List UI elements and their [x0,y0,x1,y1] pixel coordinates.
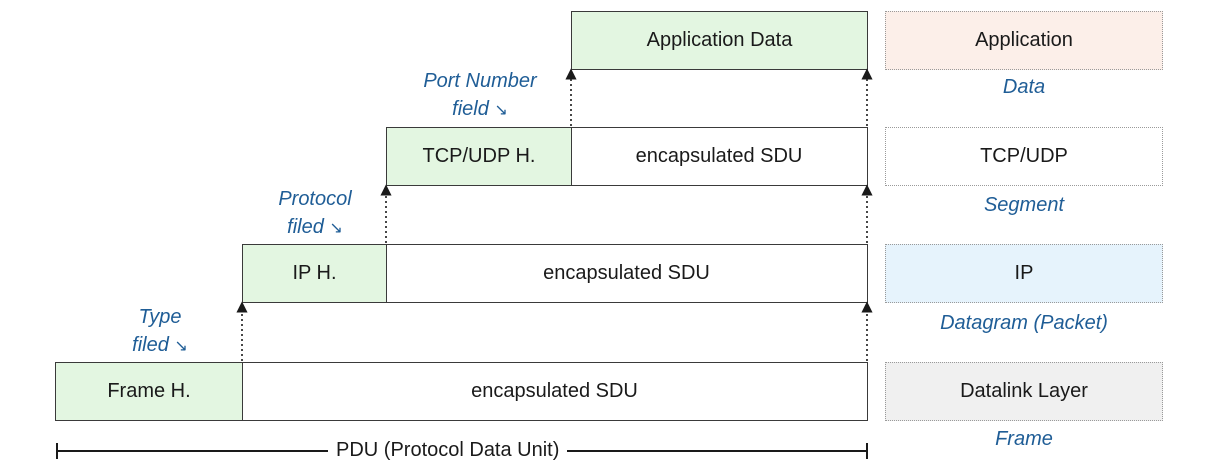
transport-row: TCP/UDP H. encapsulated SDU [386,127,868,186]
layer-datalink: Datalink Layer [885,362,1163,421]
port-number-line2: field [452,98,489,120]
curved-arrow-icon: ↘ [494,102,508,119]
datalink-sdu-label: encapsulated SDU [471,380,638,402]
application-data-box: Application Data [571,11,868,70]
layer-transport: TCP/UDP [885,127,1163,186]
frame-header: Frame H. [56,363,243,420]
network-row: IP H. encapsulated SDU [242,244,868,303]
layer-datalink-label: Datalink Layer [960,380,1088,402]
protocol-line2-wrap: filed ↘ [255,213,375,243]
pdu-span-label: PDU (Protocol Data Unit) [328,436,568,464]
type-line2-wrap: filed ↘ [100,331,220,361]
ip-header: IP H. [243,245,387,302]
network-sdu-label: encapsulated SDU [543,262,710,284]
layer-network-label: IP [1014,262,1034,284]
protocol-line1: Protocol [278,188,352,210]
frame-header-label: Frame H. [107,380,191,402]
curved-arrow-icon: ↘ [174,338,188,355]
layer-network: IP [885,244,1163,303]
protocol-line2: filed [287,216,324,238]
tcp-udp-header-label: TCP/UDP H. [422,145,536,167]
layer-application-label: Application [975,29,1073,51]
port-number-line2-wrap: field ↘ [400,95,560,125]
type-line2: filed [132,334,169,356]
protocol-field-label: Protocol filed ↘ [255,185,375,243]
application-data-label: Application Data [646,29,793,51]
tcp-udp-header: TCP/UDP H. [387,128,572,185]
transport-sdu-label: encapsulated SDU [635,145,803,167]
port-number-line1: Port Number [423,70,537,92]
network-sdu: encapsulated SDU [387,245,866,302]
pdu-name-datagram: Datagram (Packet) [940,312,1108,334]
type-line1: Type [138,306,182,328]
pdu-name-data: Data [1002,76,1046,98]
pdu-name-frame: Frame [995,428,1053,450]
datalink-row: Frame H. encapsulated SDU [55,362,868,421]
datalink-sdu: encapsulated SDU [243,363,866,420]
type-field-label: Type filed ↘ [100,303,220,361]
layer-transport-label: TCP/UDP [980,145,1068,167]
layer-application: Application [885,11,1163,70]
pdu-name-segment: Segment [983,194,1065,216]
port-number-field-label: Port Number field ↘ [400,67,560,125]
curved-arrow-icon: ↘ [329,220,343,237]
transport-sdu: encapsulated SDU [572,128,866,185]
ip-header-label: IP H. [292,262,337,284]
